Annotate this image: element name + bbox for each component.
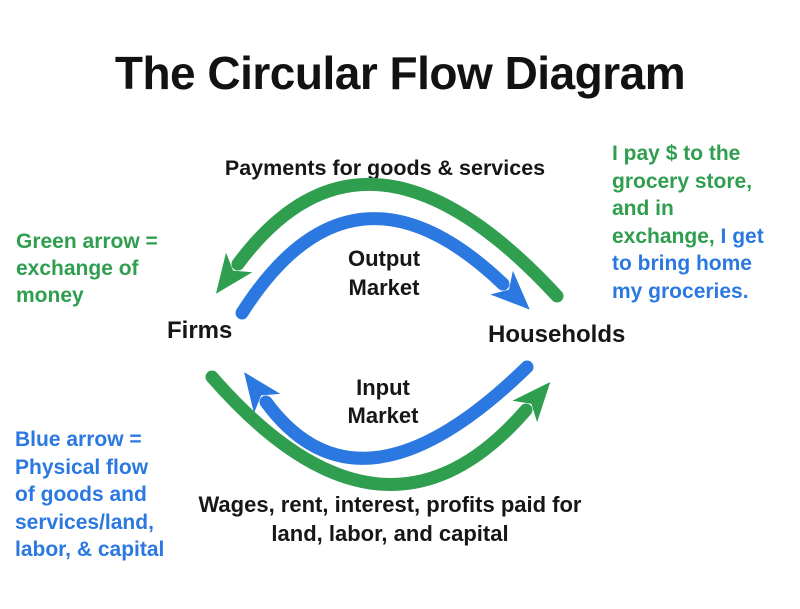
node-label-households: Households xyxy=(488,321,626,348)
market-label-input: Input Market xyxy=(347,375,419,428)
market-label-output: Output Market xyxy=(347,246,421,300)
wages-arrow-bottom-green xyxy=(205,370,551,491)
flow-label-payments: Payments for goods & services xyxy=(224,156,546,180)
legend-blue-arrow: Blue arrow = Physical flow of goods and … xyxy=(15,428,165,561)
flow-label-wages: Wages, rent, interest, profits paid for … xyxy=(198,492,582,546)
legend-green-arrow: Green arrow = exchange of money xyxy=(16,230,158,307)
money-arrow-top-green xyxy=(215,177,564,303)
annotation-grocery-example: I pay $ to the grocery store, and in exc… xyxy=(612,140,798,305)
page-title: The Circular Flow Diagram xyxy=(114,47,686,99)
node-label-firms: Firms xyxy=(167,317,233,344)
annotation-grocery-blue-part: I get to bring home my groceries. xyxy=(612,224,764,303)
annotation-grocery-green-part: I pay $ to the grocery store, and in exc… xyxy=(612,142,753,248)
goods-arrow-top-blue xyxy=(235,212,530,320)
resources-arrow-bottom-blue xyxy=(244,360,534,465)
